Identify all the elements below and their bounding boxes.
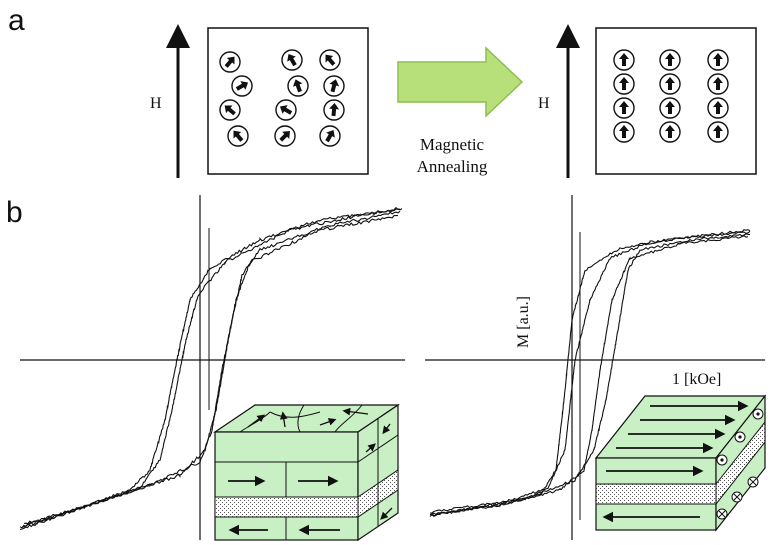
grain-moment-icon [708, 122, 728, 142]
grain-moment-icon [708, 50, 728, 70]
y-axis-label: M [a.u.] [515, 296, 532, 348]
grain-moment-icon [232, 76, 252, 96]
grain-moment-icon [660, 98, 680, 118]
x-scale-label: 1 [kOe] [672, 371, 721, 388]
panel-b-label: b [6, 196, 23, 229]
annealing-arrow [398, 48, 522, 116]
grain-moment-icon [282, 50, 302, 70]
process-label-line2: Annealing [417, 157, 488, 176]
grain-moment-icon [708, 74, 728, 94]
grain-moment-icon [614, 98, 634, 118]
domain-block-after [596, 396, 765, 530]
grain-moment-icon [276, 100, 296, 120]
grain-moment-icon [614, 50, 634, 70]
grain-moment-icon [288, 76, 308, 96]
grain-moment-icon [320, 126, 340, 146]
panel-a-label: a [8, 4, 25, 37]
grain-moment-icon [708, 98, 728, 118]
grain-moment-icon [614, 122, 634, 142]
grain-moment-icon [275, 126, 295, 146]
grain-moment-icon [324, 100, 344, 120]
process-label-line1: Magnetic [420, 135, 485, 154]
grain-moment-icon [220, 52, 240, 72]
grain-moment-icon [660, 74, 680, 94]
field-label-right: H [538, 95, 550, 112]
domain-block-before [215, 405, 398, 540]
grain-moment-icon [320, 50, 340, 70]
grain-moment-icon [614, 74, 634, 94]
grain-moment-icon [660, 50, 680, 70]
grain-moment-icon [228, 126, 248, 146]
field-label-left: H [150, 95, 162, 112]
grain-moment-icon [324, 76, 344, 96]
grain-moment-icon [220, 100, 240, 120]
grain-moment-icon [660, 122, 680, 142]
